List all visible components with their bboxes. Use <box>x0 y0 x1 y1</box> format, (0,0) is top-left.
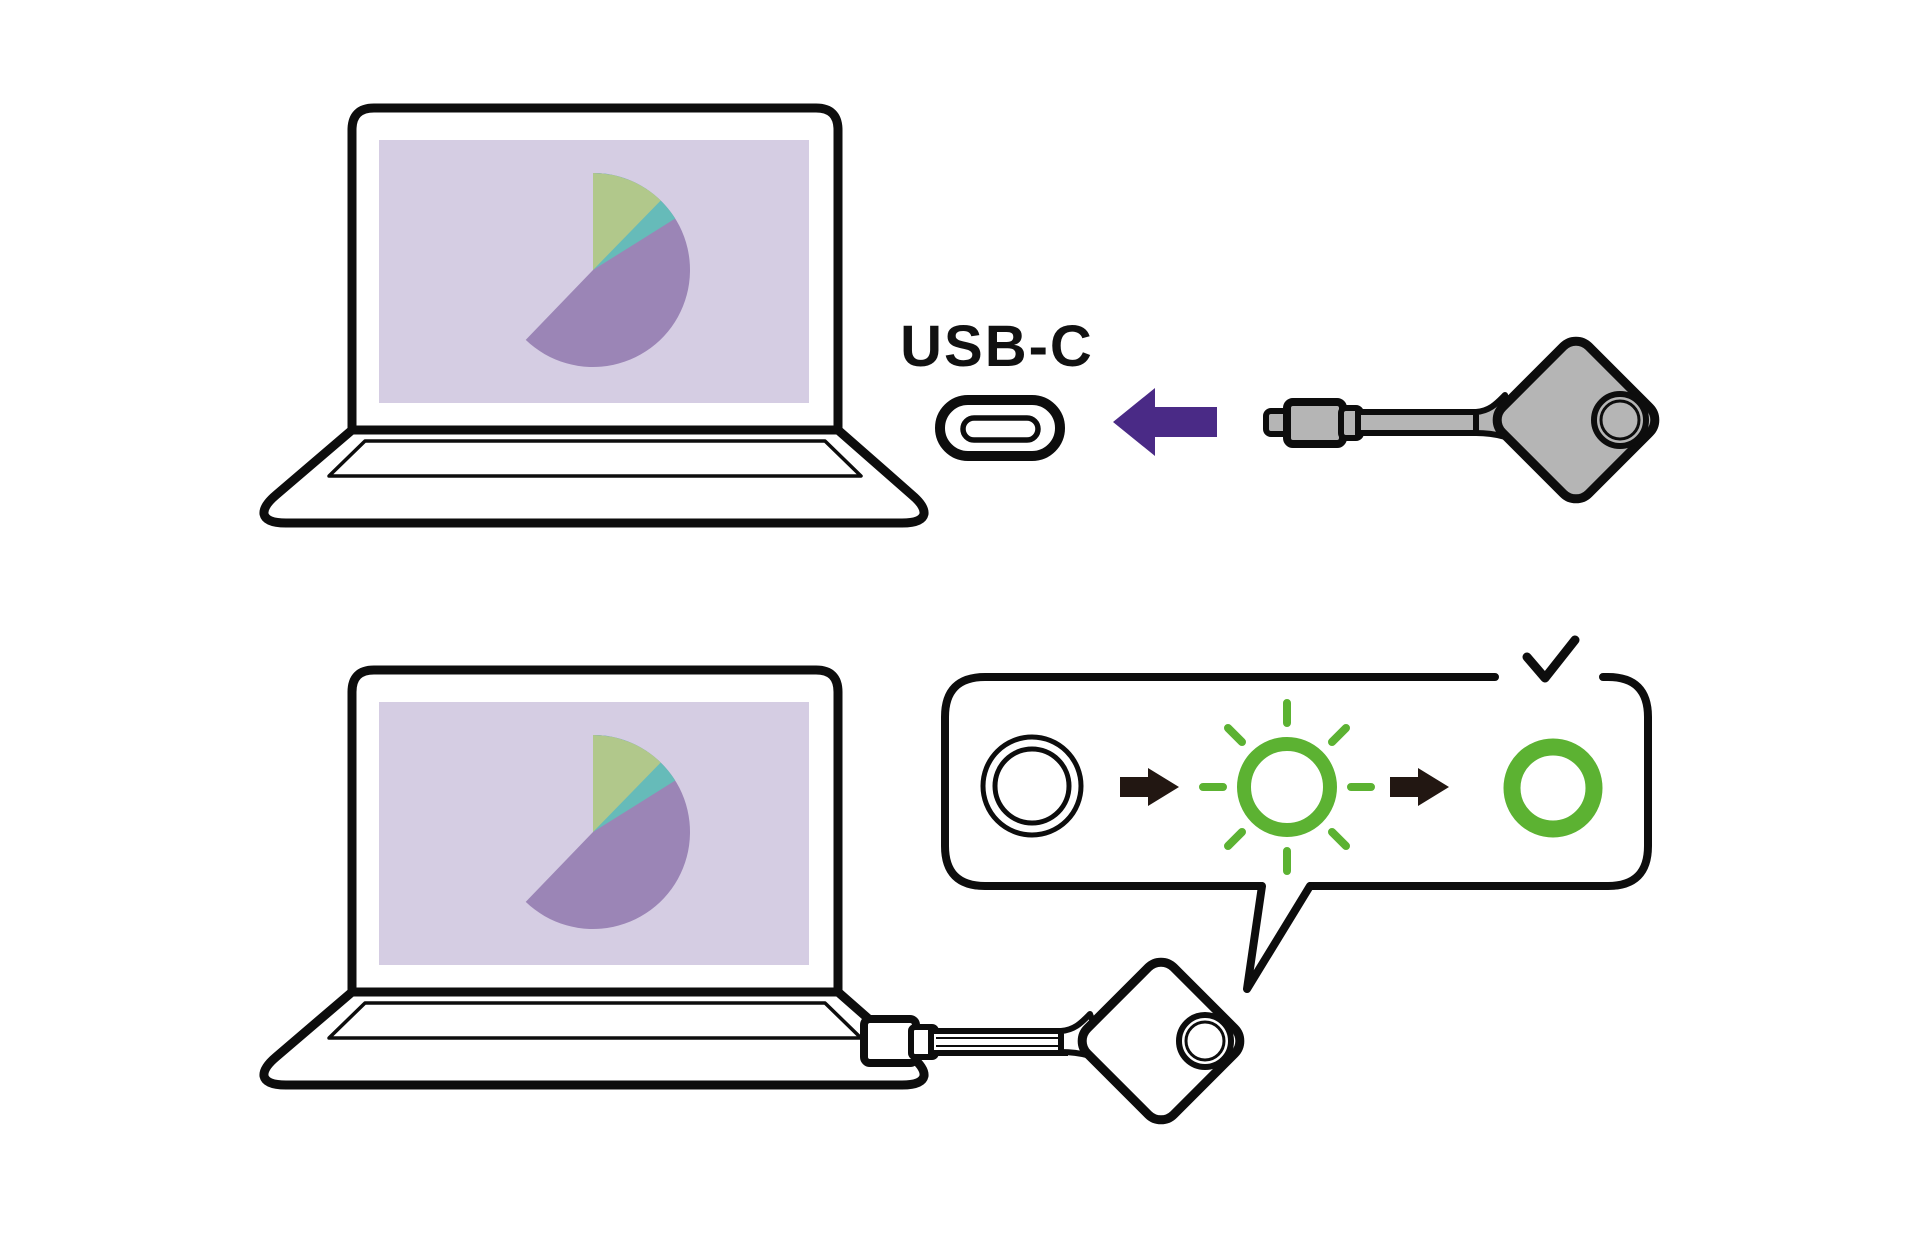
usb-c-connector-bottom <box>860 1015 939 1067</box>
usb-c-port-icon <box>935 395 1065 461</box>
usb-c-label: USB-C <box>900 314 1094 379</box>
led-off-icon <box>980 734 1084 838</box>
led-status-bubble <box>941 635 1652 993</box>
presenter-button-top <box>1490 334 1663 507</box>
plug-direction-arrow-icon <box>1113 388 1217 456</box>
laptop-top <box>264 108 924 523</box>
laptop-bottom <box>264 670 924 1085</box>
presenter-button-bottom <box>1075 955 1248 1128</box>
led-blinking-icon <box>1199 699 1375 875</box>
led-solid-icon <box>1503 738 1603 838</box>
success-check-icon <box>1522 635 1580 683</box>
led-blink-rays <box>1199 699 1375 875</box>
usb-c-connector-top <box>1263 398 1364 448</box>
